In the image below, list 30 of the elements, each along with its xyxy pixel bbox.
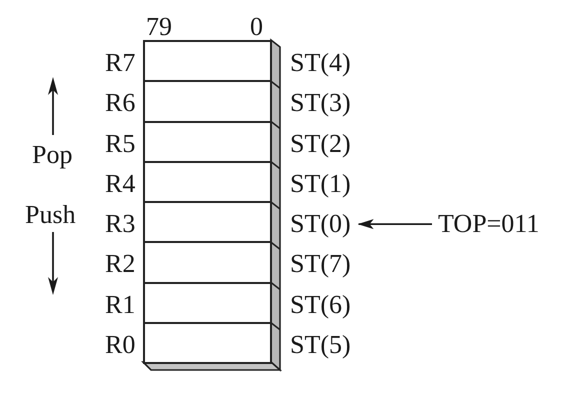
stack-register-label: ST(3) xyxy=(290,89,351,118)
register-name: R3 xyxy=(105,210,136,238)
register-name: R2 xyxy=(105,250,136,278)
register-name: R0 xyxy=(105,330,136,359)
stack-register-label: ST(0) xyxy=(290,210,351,238)
stack-register-label: ST(4) xyxy=(290,49,351,78)
bit-position: 79 xyxy=(146,13,172,41)
register-row xyxy=(143,282,272,324)
register-name: R4 xyxy=(105,170,136,198)
stack-register-label: ST(6) xyxy=(290,290,351,319)
register-row xyxy=(143,201,272,244)
register-name: R7 xyxy=(105,49,136,78)
operation-label: Push xyxy=(25,201,76,229)
register-row xyxy=(143,80,272,122)
bit-position: 0 xyxy=(250,13,263,41)
pointer-arrow xyxy=(358,219,432,230)
stack-register-label: ST(5) xyxy=(290,330,351,359)
register-name: R5 xyxy=(105,130,136,158)
register-row xyxy=(143,322,272,364)
top-pointer-label: TOP=011 xyxy=(438,210,540,238)
stack-register-label: ST(2) xyxy=(290,130,351,158)
register-name: R6 xyxy=(105,89,136,118)
register-row xyxy=(143,241,272,284)
register-row xyxy=(143,160,272,203)
stack-register-label: ST(7) xyxy=(290,250,351,278)
stack-register-label: ST(1) xyxy=(290,170,351,198)
operation-label: Pop xyxy=(32,141,72,169)
register-name: R1 xyxy=(105,290,136,319)
register-row xyxy=(143,40,272,82)
register-row xyxy=(143,120,272,163)
